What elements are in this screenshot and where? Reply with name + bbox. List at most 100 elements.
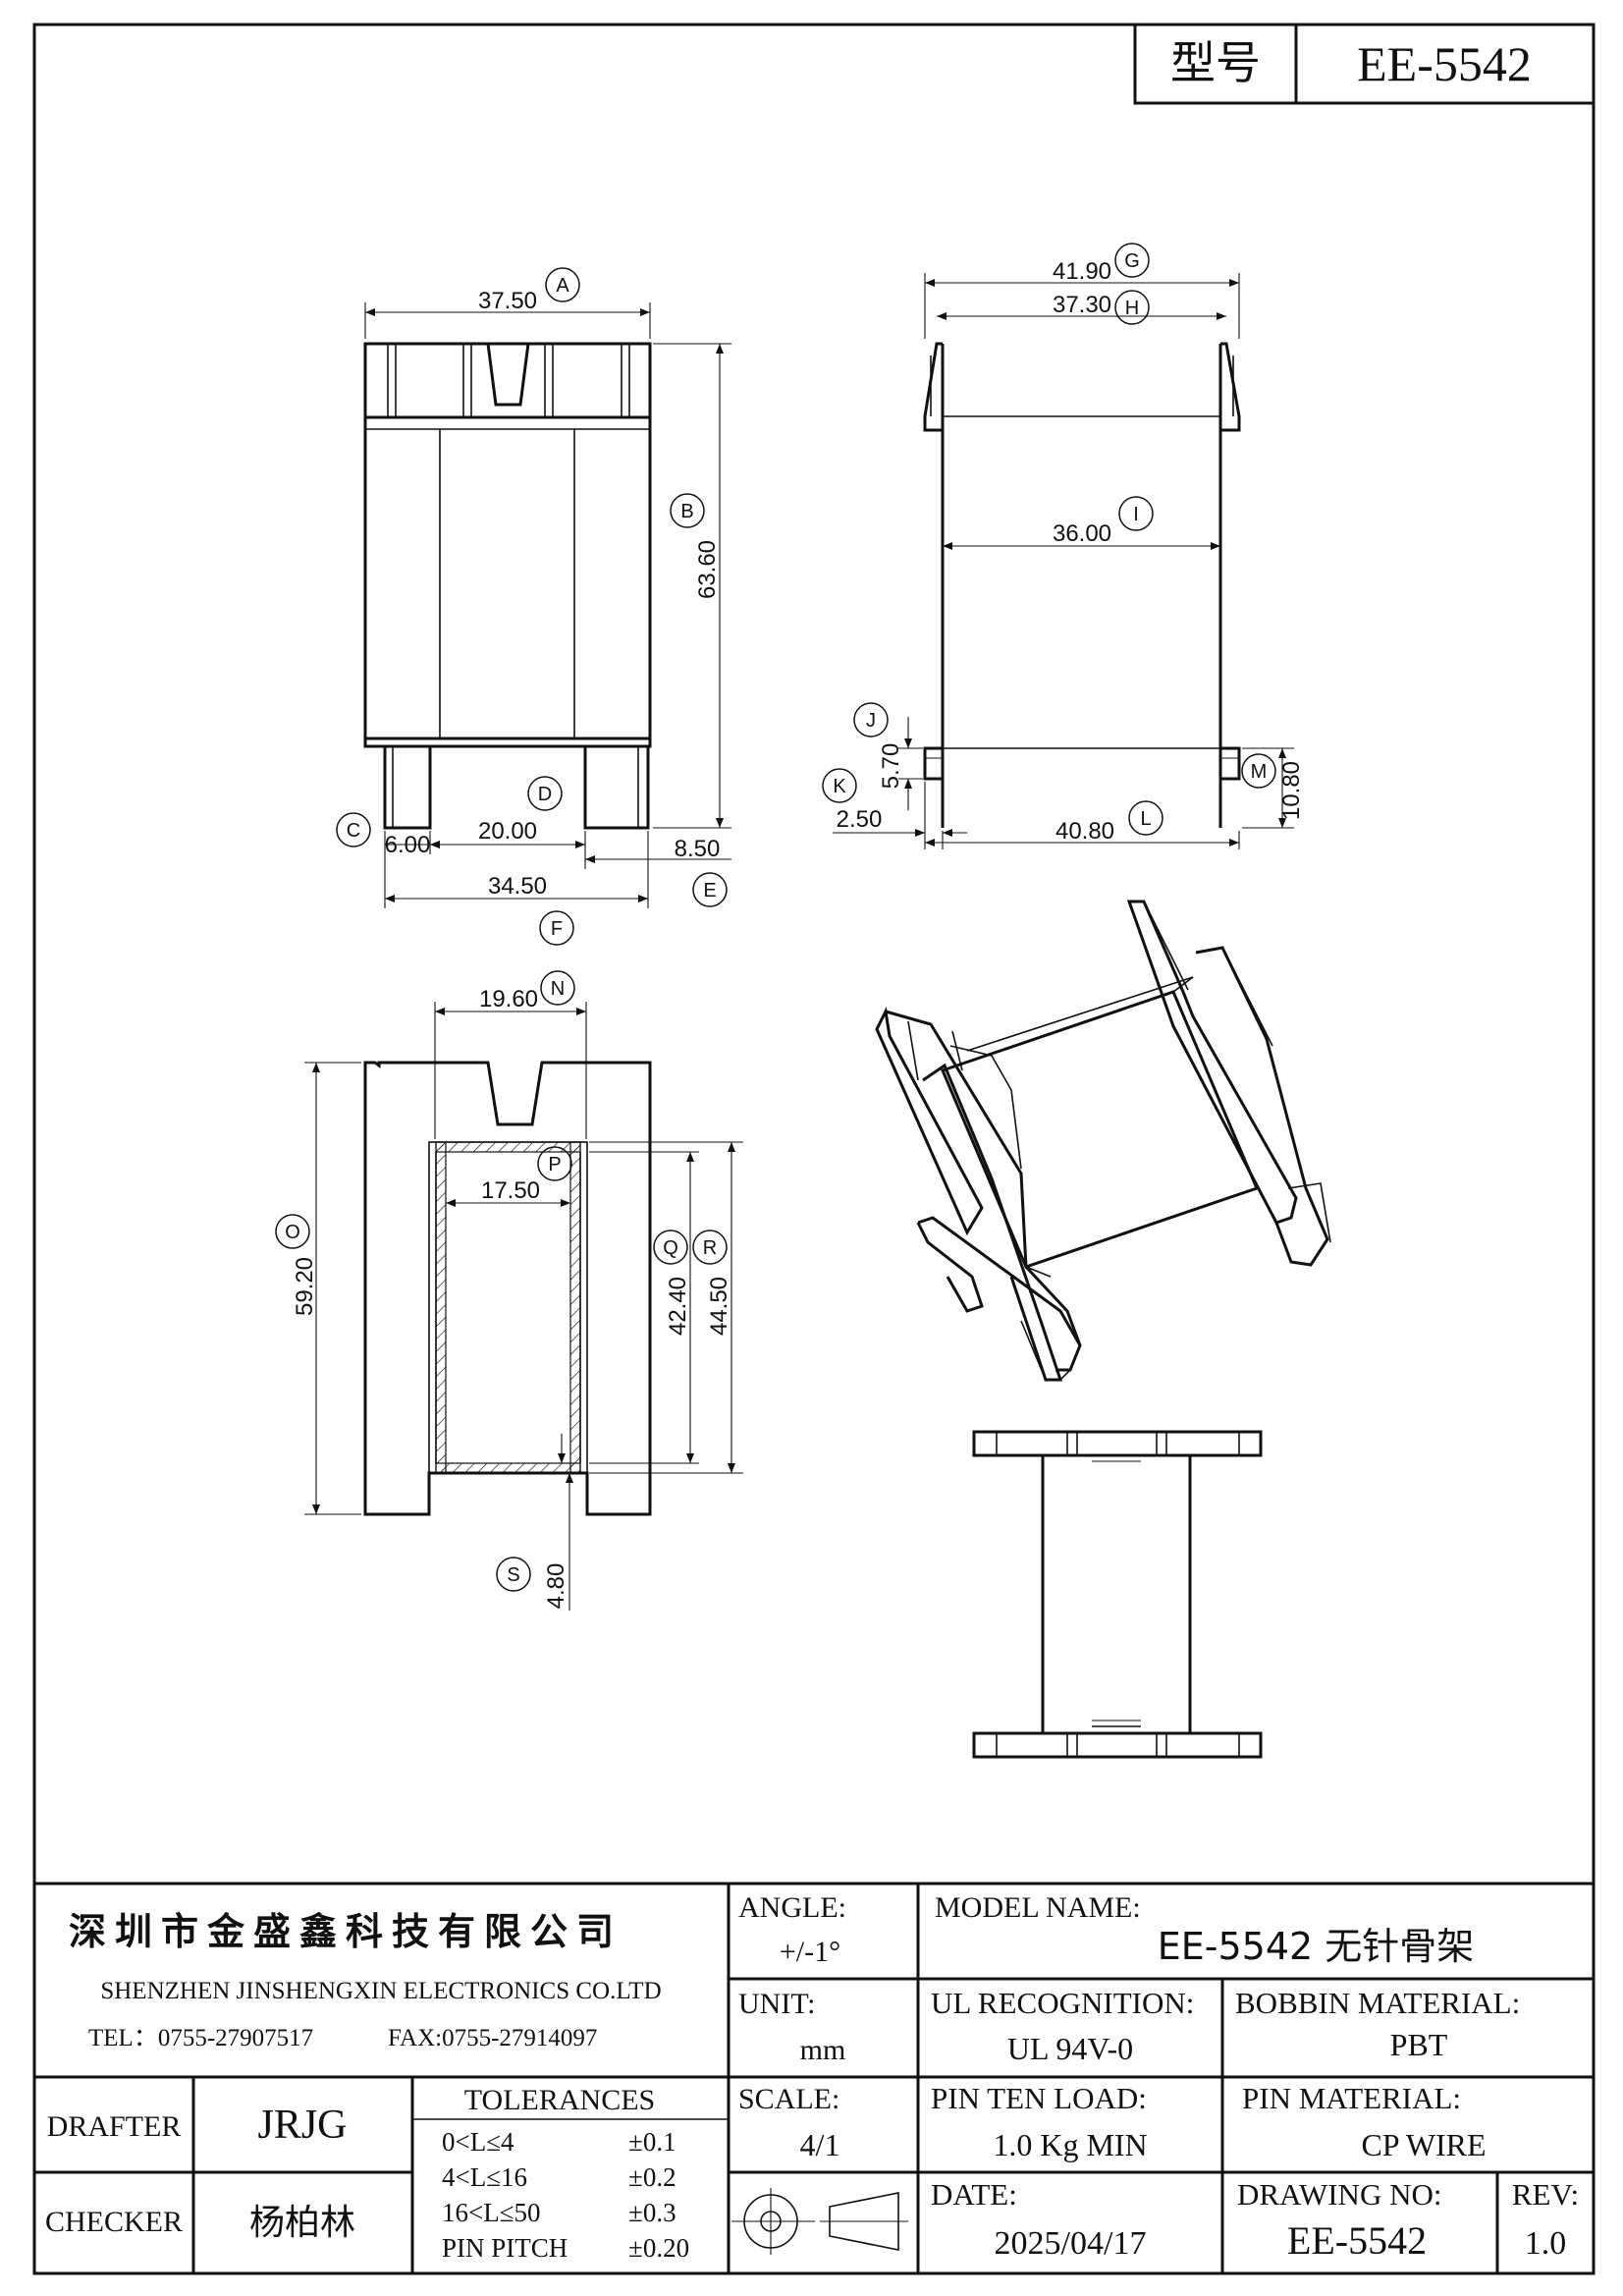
bobbin-material-value: PBT xyxy=(1390,2027,1448,2062)
dim-g: 41.90 xyxy=(1053,258,1111,285)
angle-value: +/-1° xyxy=(780,1936,840,1968)
scale-value: 4/1 xyxy=(800,2127,840,2162)
svg-text:G: G xyxy=(1124,250,1140,272)
top-section-view xyxy=(363,1061,652,1516)
dimension-letter-i: I xyxy=(1118,496,1154,531)
company-name-en: SHENZHEN JINSHENGXIN ELECTRONICS CO.LTD xyxy=(100,1978,661,2004)
drawing-no-value: EE-5542 xyxy=(1287,2218,1427,2263)
tolerance-range: 0<L≤4 xyxy=(442,2127,514,2157)
bottom-view xyxy=(972,1430,1263,1759)
svg-text:H: H xyxy=(1125,298,1139,319)
company-tel: TEL：0755-27907517 xyxy=(88,2025,313,2051)
header-model-box: 型号 EE-5542 xyxy=(1133,23,1596,105)
svg-text:L: L xyxy=(1140,808,1151,830)
dimension-letter-s: S xyxy=(496,1557,531,1592)
svg-text:Q: Q xyxy=(663,1237,678,1259)
dim-j: 5.70 xyxy=(878,743,904,790)
header-type-label: 型号 xyxy=(1170,36,1261,89)
dimension-letter-q: Q xyxy=(653,1230,688,1265)
model-name-label: MODEL NAME: xyxy=(935,1891,1141,1924)
svg-text:P: P xyxy=(548,1154,561,1175)
checker-value: 杨柏林 xyxy=(249,2203,355,2243)
dimension-letter-d: D xyxy=(527,776,563,811)
svg-text:M: M xyxy=(1251,761,1268,783)
dimension-letter-g: G xyxy=(1114,243,1150,278)
isometric-view xyxy=(875,900,1331,1382)
dim-n: 19.60 xyxy=(479,986,538,1012)
dim-o: 59.20 xyxy=(292,1257,318,1316)
svg-text:J: J xyxy=(866,710,876,732)
dim-a: 37.50 xyxy=(478,288,537,314)
pin-material-value: CP WIRE xyxy=(1361,2127,1486,2162)
tolerance-value: ±0.2 xyxy=(628,2162,676,2192)
dimension-letter-e: E xyxy=(692,872,728,907)
dimension-letter-l: L xyxy=(1128,800,1163,836)
dimension-letter-c: C xyxy=(336,812,371,847)
rev-value: 1.0 xyxy=(1525,2225,1567,2262)
svg-text:A: A xyxy=(556,275,569,297)
checker-label: CHECKER xyxy=(45,2206,183,2238)
tolerance-value: ±0.3 xyxy=(628,2198,676,2227)
dimension-letter-j: J xyxy=(853,702,889,738)
tolerances-label: TOLERANCES xyxy=(464,2084,655,2116)
projection-symbol-icon xyxy=(731,2188,908,2255)
title-block: 深圳市金盛鑫科技有限公司 SHENZHEN JINSHENGXIN ELECTR… xyxy=(32,1882,1596,2275)
svg-text:D: D xyxy=(538,784,552,805)
svg-text:O: O xyxy=(285,1222,300,1243)
date-label: DATE: xyxy=(931,2177,1017,2212)
tolerance-range: 16<L≤50 xyxy=(442,2198,541,2227)
dimension-letter-m: M xyxy=(1241,753,1276,789)
svg-text:C: C xyxy=(347,820,360,842)
dim-h: 37.30 xyxy=(1053,292,1111,318)
svg-text:R: R xyxy=(703,1237,717,1259)
dim-k: 2.50 xyxy=(837,806,883,833)
drafter-label: DRAFTER xyxy=(47,2110,182,2143)
rev-label: REV: xyxy=(1512,2177,1579,2212)
dimension-letter-o: O xyxy=(275,1214,310,1249)
pin-load-label: PIN TEN LOAD: xyxy=(931,2081,1147,2115)
front-view xyxy=(363,342,652,830)
svg-text:K: K xyxy=(833,776,846,797)
dimension-letter-h: H xyxy=(1114,290,1150,325)
dimension-letter-n: N xyxy=(540,970,575,1006)
unit-value: mm xyxy=(800,2034,846,2066)
front-view-dimensions: 37.50 63.60 6.00 20.00 8.50 34.50 xyxy=(364,288,731,908)
side-view xyxy=(923,342,1241,828)
company-fax: FAX:0755-27914097 xyxy=(388,2025,597,2051)
bobbin-material-label: BOBBIN MATERIAL: xyxy=(1235,1986,1520,2020)
ul-recognition-label: UL RECOGNITION: xyxy=(931,1986,1194,2020)
ul-recognition-value: UL 94V-0 xyxy=(1007,2031,1133,2066)
header-model: EE-5542 xyxy=(1357,36,1532,91)
dimension-letter-p: P xyxy=(537,1146,572,1181)
dimension-letter-k: K xyxy=(822,768,857,803)
drafter-value: JRJG xyxy=(257,2103,347,2148)
pin-material-label: PIN MATERIAL: xyxy=(1242,2081,1461,2115)
svg-text:S: S xyxy=(507,1564,519,1586)
dim-l: 40.80 xyxy=(1055,818,1114,845)
svg-text:N: N xyxy=(551,978,565,1000)
side-view-dimensions: 41.90 37.30 36.00 5.70 2.50 40.80 10.80 xyxy=(833,258,1305,849)
tolerance-range: PIN PITCH xyxy=(442,2233,568,2263)
drawing-no-label: DRAWING NO: xyxy=(1237,2177,1441,2212)
dim-m: 10.80 xyxy=(1278,761,1305,820)
dim-f: 34.50 xyxy=(488,873,547,900)
dimension-letter-r: R xyxy=(692,1230,728,1265)
tolerance-value: ±0.20 xyxy=(628,2233,689,2263)
dim-q: 42.40 xyxy=(665,1277,691,1336)
unit-label: UNIT: xyxy=(738,1988,816,2020)
angle-label: ANGLE: xyxy=(738,1891,846,1924)
tolerance-value: ±0.1 xyxy=(628,2127,676,2157)
model-name-value: EE-5542 无针骨架 xyxy=(1158,1925,1475,1968)
dim-e: 8.50 xyxy=(675,836,721,862)
dimension-letter-a: A xyxy=(545,267,580,302)
dim-d: 20.00 xyxy=(478,818,537,845)
dim-p: 17.50 xyxy=(481,1177,540,1204)
svg-text:B: B xyxy=(680,501,693,522)
svg-text:I: I xyxy=(1133,504,1139,525)
svg-text:E: E xyxy=(703,880,716,902)
dimension-letter-b: B xyxy=(670,493,705,528)
tolerance-range: 4<L≤16 xyxy=(442,2162,527,2192)
